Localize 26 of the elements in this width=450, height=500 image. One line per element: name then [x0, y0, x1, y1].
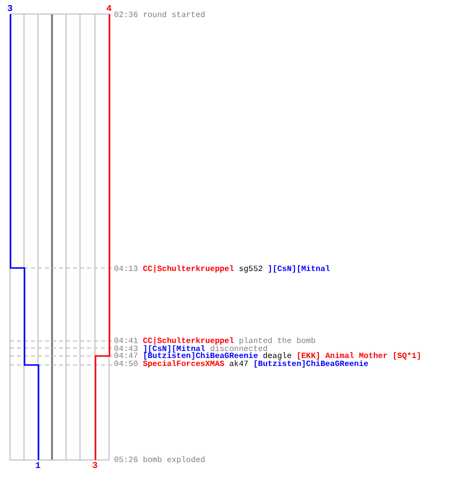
player-count: 3	[7, 5, 13, 14]
timestamp: 04:43	[114, 344, 138, 354]
weapon-name: sg552	[238, 265, 263, 274]
player-name: CC|Schulterkrueppel	[142, 265, 234, 274]
timestamp: 05:26	[114, 456, 138, 465]
event-text: planted the bomb	[238, 337, 316, 346]
weapon-name: ak47	[229, 360, 248, 368]
player-count: 3	[92, 462, 98, 471]
timestamp: 04:50	[114, 360, 138, 368]
event-text: disconnected	[210, 344, 268, 354]
player-name: ][CsN][Mitnal	[142, 344, 206, 354]
player-count: 4	[106, 5, 112, 14]
player-name: SpecialForcesXMAS	[142, 360, 224, 368]
player-name: ][CsN][Mitnal	[268, 265, 330, 274]
player-name: [EKK] Animal Mother [SQ*1]	[296, 352, 422, 361]
player-name: [Butzisten]ChiBeaGReenie	[142, 352, 258, 361]
timestamp: 04:47	[114, 352, 138, 361]
timestamp: 02:36	[114, 11, 138, 20]
weapon-name: deagle	[262, 352, 292, 361]
player-count: 1	[35, 462, 41, 471]
player-name: CC|Schulterkrueppel	[142, 337, 234, 346]
timestamp: 04:41	[114, 337, 138, 346]
event-text: round started	[142, 11, 206, 20]
event-text: bomb exploded	[142, 456, 206, 465]
player-name: [Butzisten]ChiBeaGReenie	[253, 360, 368, 368]
timestamp: 04:13	[114, 265, 138, 274]
